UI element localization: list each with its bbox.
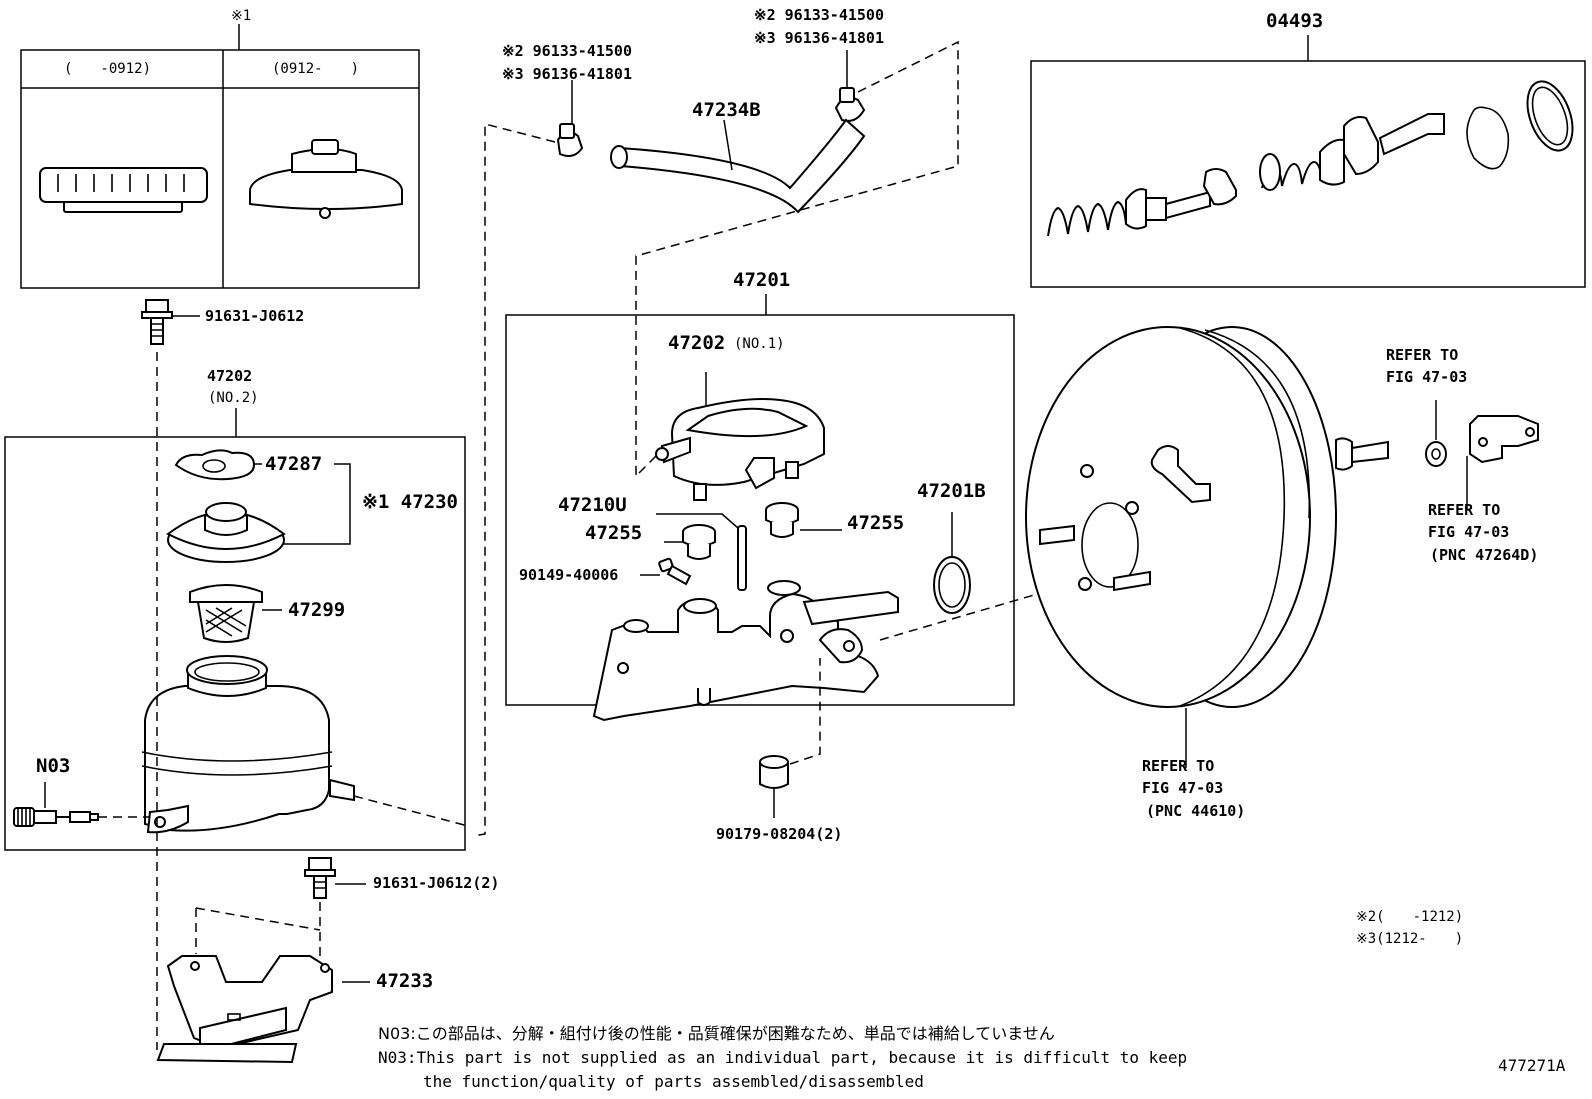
ref-mid-line1: REFER TO [1428, 501, 1501, 519]
reservoir-tank-icon [141, 655, 355, 834]
master-cylinder-box [505, 314, 1015, 706]
inset-col-right-label: (0912- ) [272, 61, 360, 77]
reservoir-box [4, 436, 466, 851]
cap-old-icon [39, 167, 208, 213]
ref-bottom-line3: (PNC 44610) [1146, 802, 1246, 820]
clamp-left-a-label: ※2 96133-41500 [502, 42, 632, 60]
ref-mid-line3: (PNC 47264D) [1430, 546, 1539, 564]
strainer-icon [189, 584, 282, 643]
kit-label: 04493 [1266, 10, 1324, 32]
gasket-icon [174, 449, 262, 481]
bolt-small-icon [640, 557, 692, 586]
cap-ref-label: ※1 47230 [362, 491, 458, 513]
clamp-right-icon [834, 87, 866, 122]
bracket-icon [156, 907, 370, 1064]
grommet-icon [759, 755, 789, 818]
strainer-label: 47299 [288, 599, 346, 621]
clamp-left-icon [556, 123, 584, 157]
bolt-bottom-label: 91631-J0612(2) [373, 874, 500, 892]
hose-label: 47234B [692, 99, 761, 121]
spring-icon [1047, 200, 1127, 237]
figure-id: 477271A [1498, 1056, 1566, 1075]
spring-mid-icon [1259, 153, 1323, 191]
reservoir-no1-label: 47202 [668, 332, 726, 354]
footnote-ref3: ※3(1212- ) [1356, 931, 1464, 947]
note-en-line1: N03:This part is not supplied as an indi… [378, 1048, 1188, 1067]
gasket-label: 47287 [265, 453, 323, 475]
bolt-top-icon [141, 299, 200, 345]
bracket-label: 47233 [376, 970, 434, 992]
bolt-small-label: 90149-40006 [519, 566, 619, 584]
ref-mid-line2: FIG 47-03 [1428, 523, 1510, 541]
snap-ring-icon [1466, 106, 1510, 170]
ref-bottom-line1: REFER TO [1142, 757, 1215, 775]
tank-to-cylinder-dash [353, 795, 469, 827]
grommet-dash [789, 658, 821, 765]
grommet-label: 90179-08204(2) [716, 825, 843, 843]
note-jp: N03:この部品は、分解・組付け後の性能・品質確保が困難なため、単品では補給して… [378, 1024, 1055, 1043]
master-cylinder-label: 47201 [733, 269, 791, 291]
booster-bushing-icon [1425, 400, 1447, 467]
inset-col-left-label: ( -0912) [64, 61, 152, 77]
level-sensor-icon [13, 782, 150, 827]
hose-left-dash [472, 123, 556, 837]
clamp-right-b-label: ※3 96136-41801 [754, 29, 884, 47]
oring-icon [933, 512, 971, 614]
footnote-ref2: ※2( -1212) [1356, 909, 1464, 925]
reservoir-cap-icon [166, 502, 286, 563]
clamp-left-b-label: ※3 96136-41801 [502, 65, 632, 83]
plug-right-label: 47255 [847, 512, 905, 534]
reservoir-no2-sub-label: (NO.2) [208, 390, 259, 406]
piston-rear-icon [1125, 168, 1237, 230]
seal-ring-icon [1526, 80, 1574, 152]
pin-label: 47210U [558, 494, 627, 516]
ref-top-line1: REFER TO [1386, 346, 1459, 364]
plug-right-icon [765, 502, 842, 538]
sensor-label: N03 [36, 755, 71, 777]
master-cylinder-body-icon [592, 580, 899, 722]
brake-booster-icon [1025, 326, 1389, 768]
piston-front-icon [1319, 113, 1445, 186]
inset-box [20, 24, 420, 289]
plug-left-label: 47255 [585, 522, 643, 544]
ref-bottom-line2: FIG 47-03 [1142, 779, 1224, 797]
clamp-right-a-label: ※2 96133-41500 [754, 6, 884, 24]
reservoir-no1-icon [635, 372, 825, 501]
bolt-top-label: 91631-J0612 [205, 307, 305, 325]
bolt-bottom-icon [304, 857, 366, 899]
reservoir-no1-sub-label: (NO.1) [734, 336, 785, 352]
cap-new-icon [249, 139, 403, 219]
oring-label: 47201B [917, 480, 986, 502]
booster-clevis-icon [1466, 415, 1539, 510]
hose-icon [610, 118, 866, 214]
ref-top-line2: FIG 47-03 [1386, 368, 1468, 386]
reservoir-no2-label: 47202 [207, 367, 253, 385]
inset-marker-label: ※1 [231, 8, 252, 24]
pin-icon [656, 513, 747, 591]
note-en-line2: the function/quality of parts assembled/… [423, 1072, 924, 1091]
cylinder-to-booster-dash [879, 587, 1059, 641]
plug-left-icon [664, 524, 716, 560]
